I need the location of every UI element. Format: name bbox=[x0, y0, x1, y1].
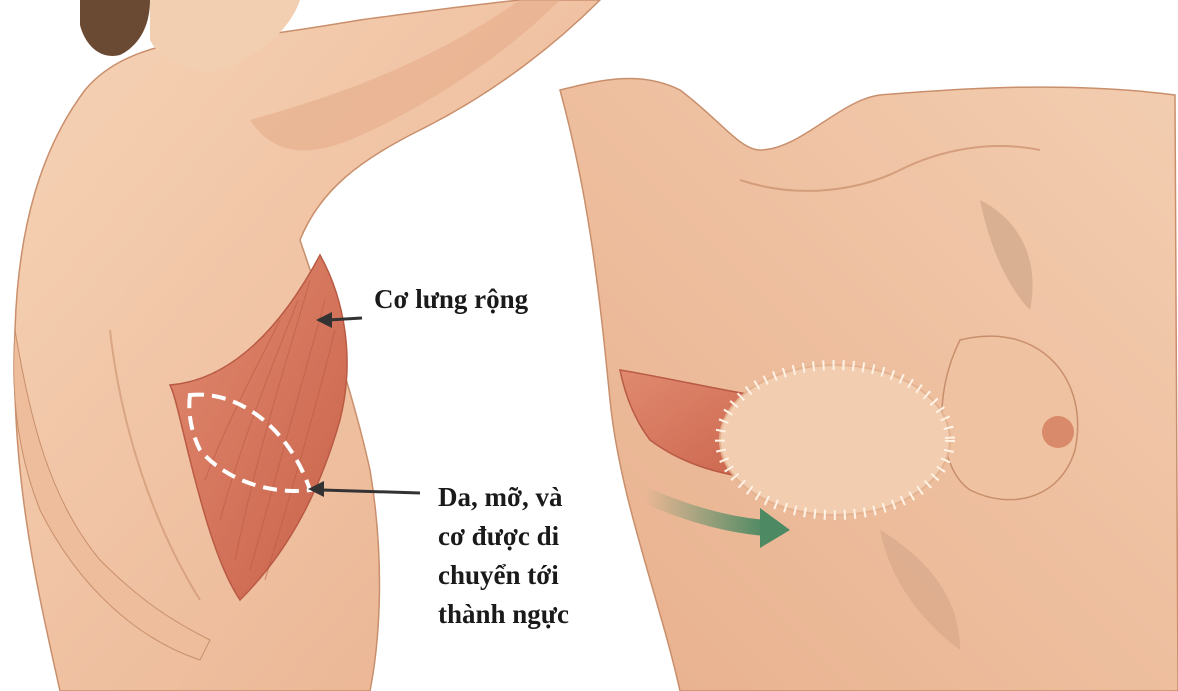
nipple bbox=[1042, 416, 1074, 448]
front-figure bbox=[560, 78, 1178, 691]
flap-label-line: thành ngực bbox=[438, 595, 569, 634]
flap-label-line: Da, mỡ, và bbox=[438, 478, 569, 517]
hair bbox=[80, 0, 150, 56]
flap-label-line: chuyển tới bbox=[438, 556, 569, 595]
flap-label: Da, mỡ, và cơ được di chuyển tới thành n… bbox=[430, 474, 577, 638]
muscle-label: Cơ lưng rộng bbox=[368, 282, 534, 317]
skin-flap bbox=[720, 365, 950, 515]
flap-label-line: cơ được di bbox=[438, 517, 569, 556]
